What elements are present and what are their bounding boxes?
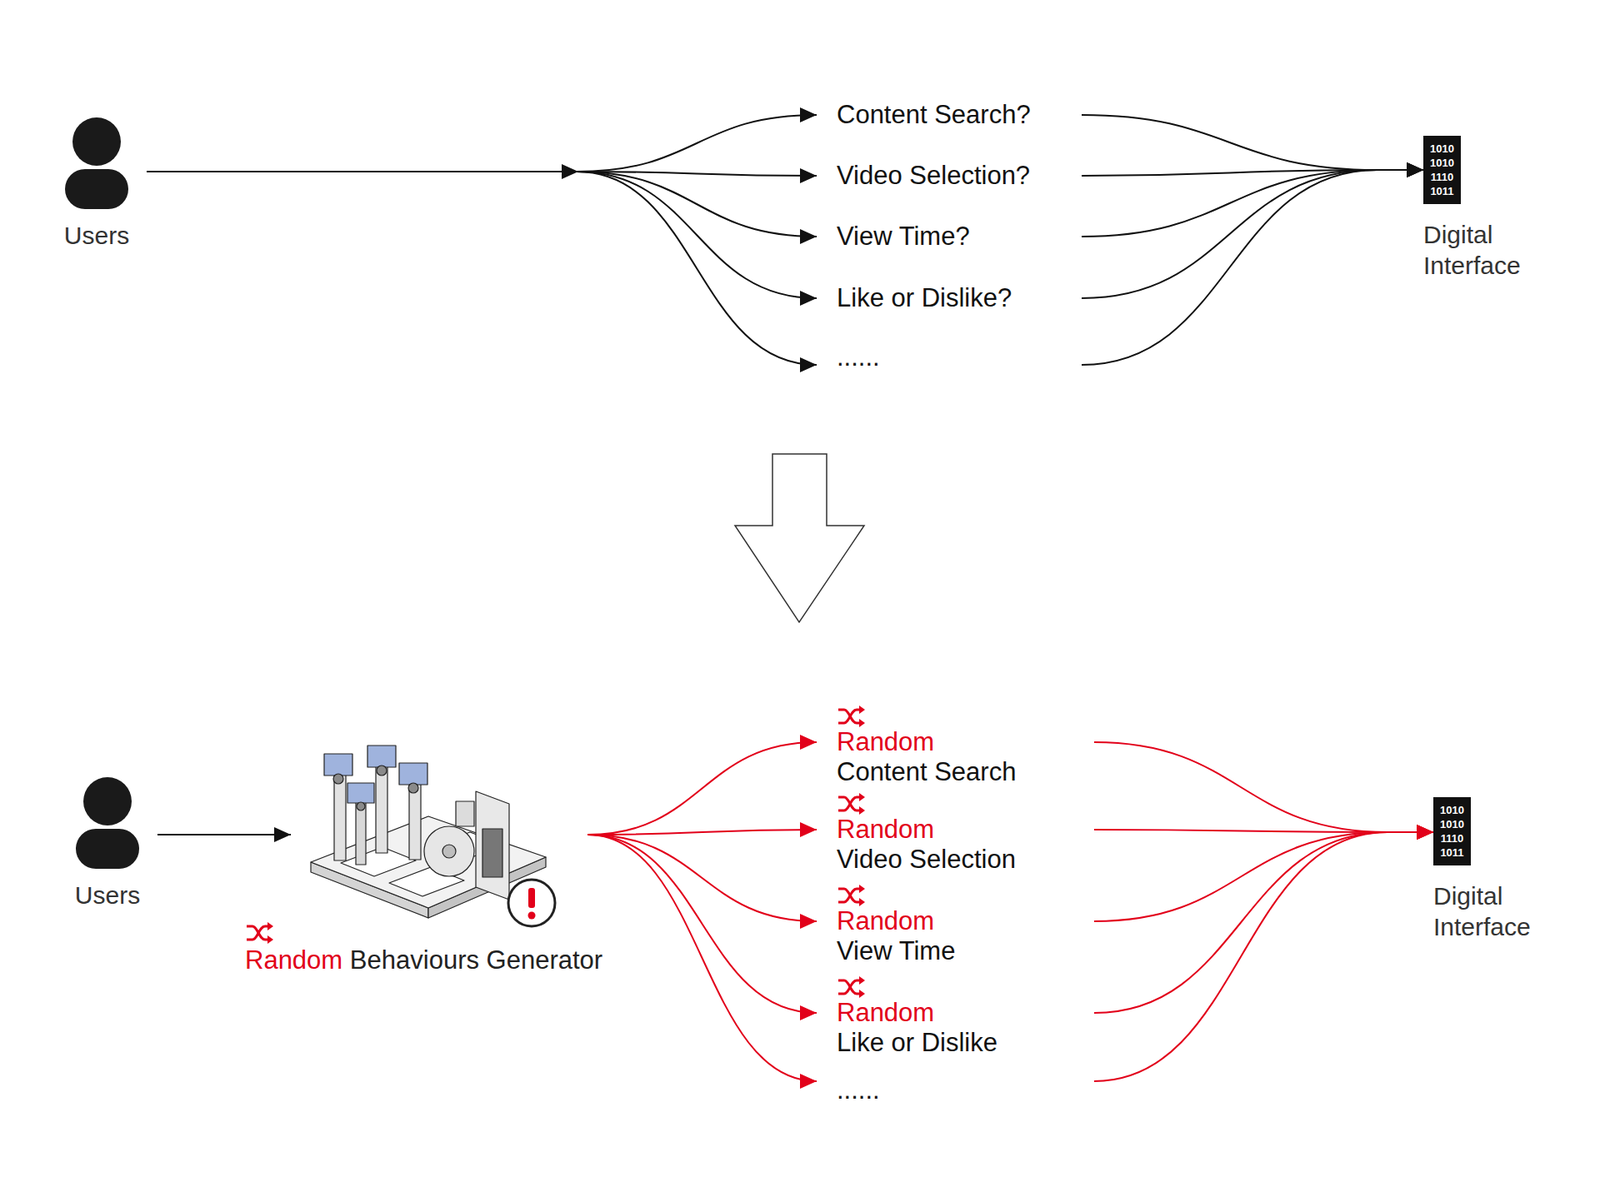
shuffle-icon [836,885,865,907]
ritem-node: RandomView Time [816,885,1095,967]
generator-name: Behaviours Generator [350,945,603,976]
random-tag: Random [836,815,1095,845]
flow-connector [1081,170,1424,299]
ritem-node: RandomLike or Dislike [816,976,1095,1059]
flow-connector [1081,170,1424,365]
binary-icon: 1010 1010 1110 1011 [1433,797,1471,866]
machine-node: RandomBehaviours Generator [290,733,588,917]
binary-digits: 1010 1010 1110 1011 [1423,141,1461,199]
random-tag: Random [245,945,343,976]
binary-icon: 1010 1010 1110 1011 [1423,135,1461,205]
flow-connector [146,171,817,365]
item-node: Video Selection? [816,160,1082,192]
item-node: ...... [816,1075,1095,1107]
option-label: View Time? [836,220,1082,253]
option-label: Video Selection [836,845,1095,875]
flow-connector [157,834,291,836]
interface-label: Digital Interface [1433,880,1559,943]
transition-arrow [735,454,865,623]
flow-connector [587,835,817,1082]
digital-node: 1010 1010 1110 1011Digital Interface [1433,797,1567,943]
item-node: ...... [816,341,1082,374]
option-label: ...... [836,341,1082,374]
user-node: Users [46,117,147,251]
random-tag: Random [836,906,1095,937]
option-label: Content Search? [836,99,1082,131]
flow-connector [1094,832,1434,1082]
shuffle-icon [245,922,274,945]
random-tag: Random [836,998,1095,1029]
interface-label: Digital Interface [1423,219,1549,281]
flow-connector [1081,170,1424,237]
item-node: Content Search? [816,99,1082,131]
user-label: Users [57,880,158,911]
user-node: Users [57,777,158,911]
item-node: Like or Dislike? [816,282,1082,315]
user-icon [74,777,141,870]
option-label: Content Search [836,757,1095,788]
user-icon [63,117,130,210]
branch-arrowhead [561,164,579,180]
option-label: Like or Dislike [836,1028,1095,1059]
flow-connector [1094,742,1434,833]
flow-connector [587,835,817,922]
flow-connector [146,115,817,172]
flow-connector [1081,115,1424,170]
flow-connector [587,835,817,1014]
random-tag: Random [836,727,1095,758]
flow-connector [1094,832,1434,922]
flow-connector [146,171,817,299]
option-label: ...... [836,1075,1095,1107]
item-node: View Time? [816,220,1082,253]
ritem-node: RandomVideo Selection [816,793,1095,875]
binary-digits: 1010 1010 1110 1011 [1433,803,1471,860]
option-label: Video Selection? [836,160,1082,192]
digital-node: 1010 1010 1110 1011Digital Interface [1423,135,1557,281]
shuffle-icon [836,976,865,999]
shuffle-icon [836,705,865,728]
option-label: View Time [836,936,1095,967]
shuffle-icon [836,793,865,815]
machine-illustration [310,745,555,927]
flow-connector [146,171,817,237]
flow-connector [587,830,817,835]
ritem-node: RandomContent Search [816,705,1095,788]
generator-label: RandomBehaviours Generator [245,945,603,976]
flow-connector [1094,832,1434,1014]
flow-connector [587,742,817,835]
user-label: Users [46,220,147,251]
option-label: Like or Dislike? [836,282,1082,315]
